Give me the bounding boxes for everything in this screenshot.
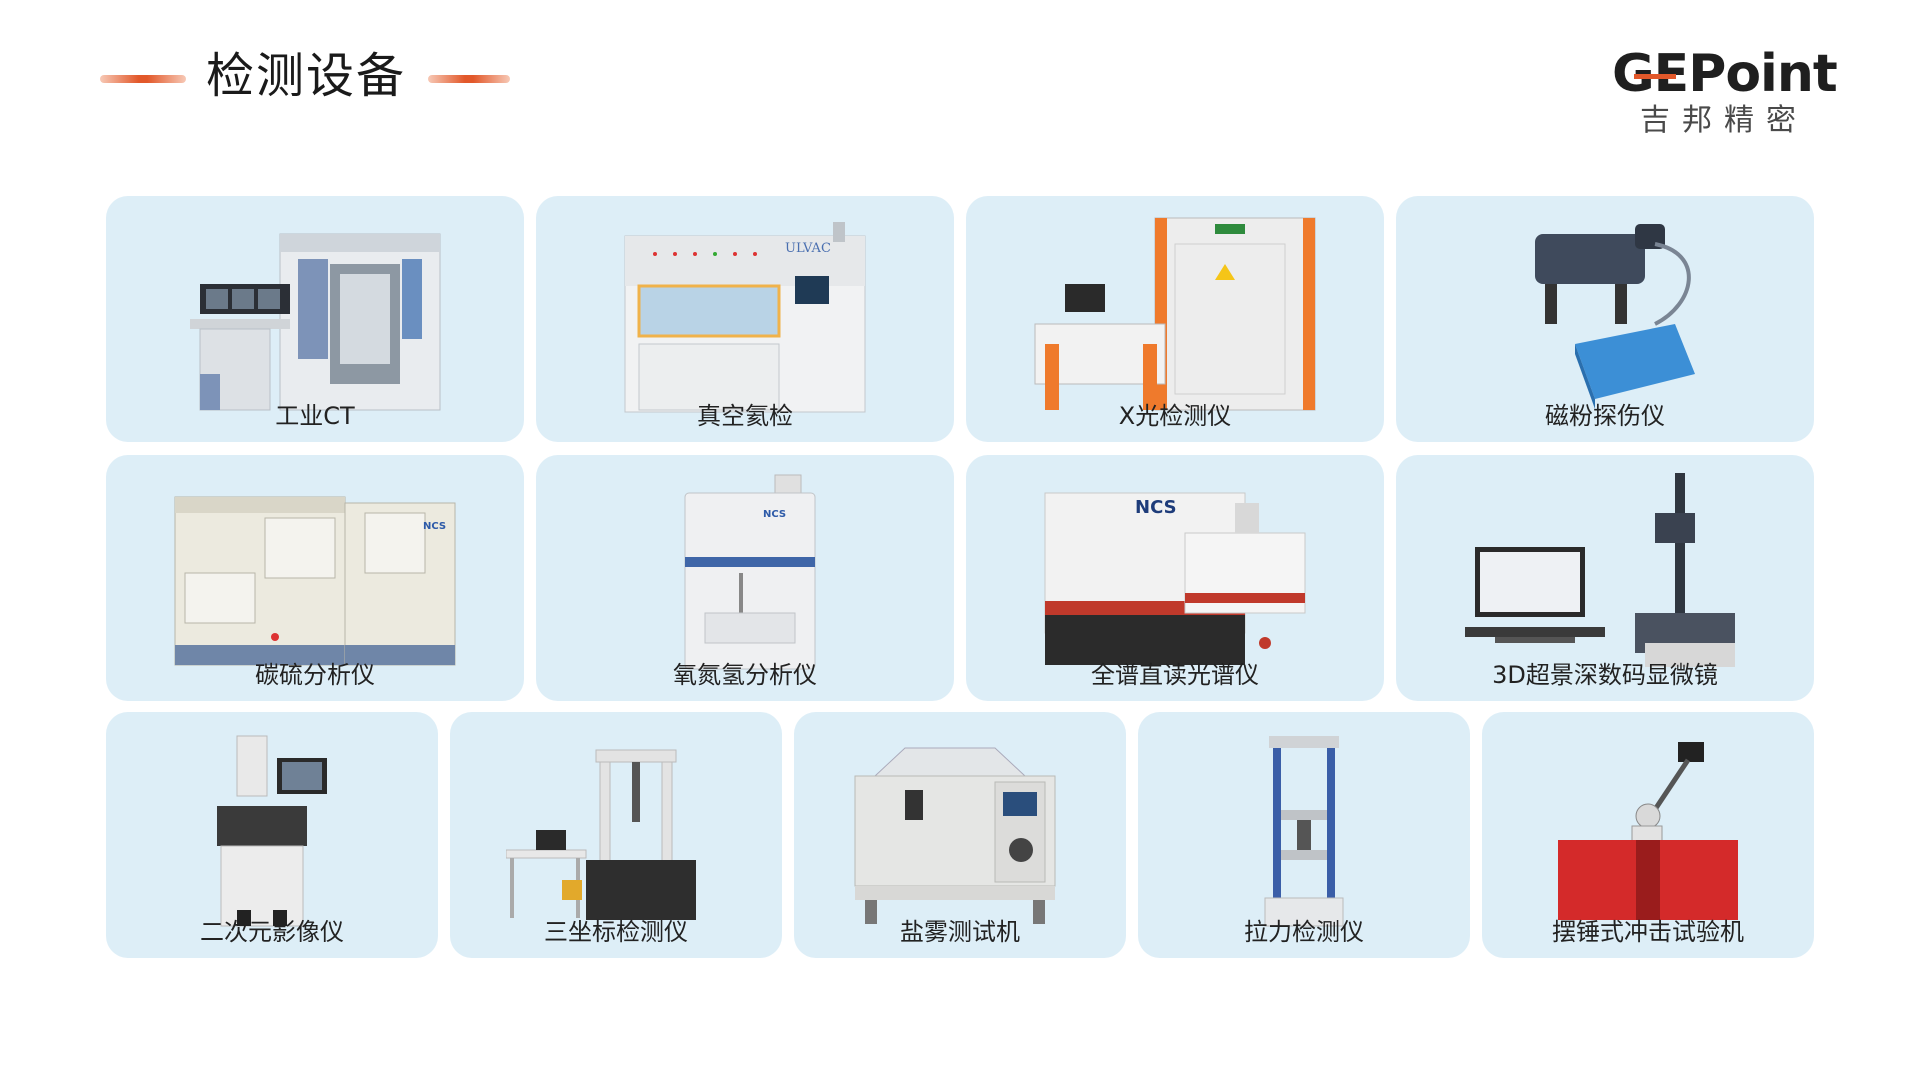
vacuum-helium-image: ULVAC — [624, 222, 866, 413]
page-title: 检测设备 — [206, 48, 407, 104]
equipment-label: 真空氦检 — [697, 402, 793, 430]
equipment-card-onh-analyzer: NCS 氧氮氢分析仪 — [536, 455, 954, 701]
equipment-label: 3D超景深数码显微镜 — [1492, 661, 1718, 689]
svg-text:ULVAC: ULVAC — [785, 241, 831, 256]
2d-vision-measuring-image — [217, 735, 327, 927]
onh-analyzer-image: NCS — [684, 474, 816, 670]
equipment-label: 拉力检测仪 — [1244, 918, 1364, 946]
logo-subtitle: 吉邦精密 — [1640, 103, 1808, 138]
equipment-card-carbon-sulfur: NCS 碳硫分析仪 — [106, 455, 524, 701]
equipment-label: 氧氮氢分析仪 — [673, 661, 817, 689]
tensile-tester-image — [1264, 736, 1344, 927]
equipment-card-tensile: 拉力检测仪 — [1138, 712, 1470, 958]
equipment-card-pendulum-impact: 摆锤式冲击试验机 — [1482, 712, 1814, 958]
equipment-label: 工业CT — [275, 402, 355, 430]
equipment-card-spectrometer: NCS 全谱直读光谱仪 — [966, 455, 1384, 701]
title-decoration-right — [428, 75, 510, 83]
cmm-image — [506, 749, 696, 920]
pendulum-impact-tester-image — [1558, 742, 1738, 920]
3d-microscope-image — [1465, 473, 1735, 667]
xray-inspection-image — [1034, 217, 1316, 411]
equipment-label: 全谱直读光谱仪 — [1091, 661, 1259, 689]
equipment-card-3d-microscope: 3D超景深数码显微镜 — [1396, 455, 1814, 701]
equipment-label: 磁粉探伤仪 — [1545, 402, 1665, 430]
equipment-label: 三坐标检测仪 — [544, 918, 688, 946]
equipment-label: 盐雾测试机 — [900, 918, 1020, 946]
equipment-label: X光检测仪 — [1118, 402, 1232, 430]
logo-accent-bar — [1634, 74, 1676, 79]
equipment-card-2d-vision: 二次元影像仪 — [106, 712, 438, 958]
equipment-card-magnetic-particle: 磁粉探伤仪 — [1396, 196, 1814, 442]
carbon-sulfur-analyzer-image: NCS — [174, 496, 456, 666]
equipment-card-vacuum-helium: ULVAC 真空氦检 — [536, 196, 954, 442]
equipment-card-salt-spray: 盐雾测试机 — [794, 712, 1126, 958]
brand-logo: GEPoint 吉邦精密 — [1612, 44, 1838, 142]
equipment-card-cmm: 三坐标检测仪 — [450, 712, 782, 958]
svg-text:NCS: NCS — [763, 509, 786, 520]
title-decoration-left — [100, 75, 186, 83]
equipment-label: 摆锤式冲击试验机 — [1552, 918, 1744, 946]
equipment-label: 二次元影像仪 — [200, 918, 344, 946]
equipment-label: 碳硫分析仪 — [255, 661, 375, 689]
magnetic-particle-image — [1535, 224, 1695, 409]
equipment-card-industrial-ct: 工业CT — [106, 196, 524, 442]
svg-text:NCS: NCS — [423, 521, 446, 532]
logo-wordmark: GEPoint — [1612, 44, 1838, 104]
svg-text:NCS: NCS — [1135, 497, 1177, 518]
spectrometer-image: NCS — [1044, 492, 1306, 665]
salt-spray-tester-image — [854, 747, 1056, 924]
industrial-ct-image — [190, 233, 441, 411]
equipment-card-xray: X光检测仪 — [966, 196, 1384, 442]
